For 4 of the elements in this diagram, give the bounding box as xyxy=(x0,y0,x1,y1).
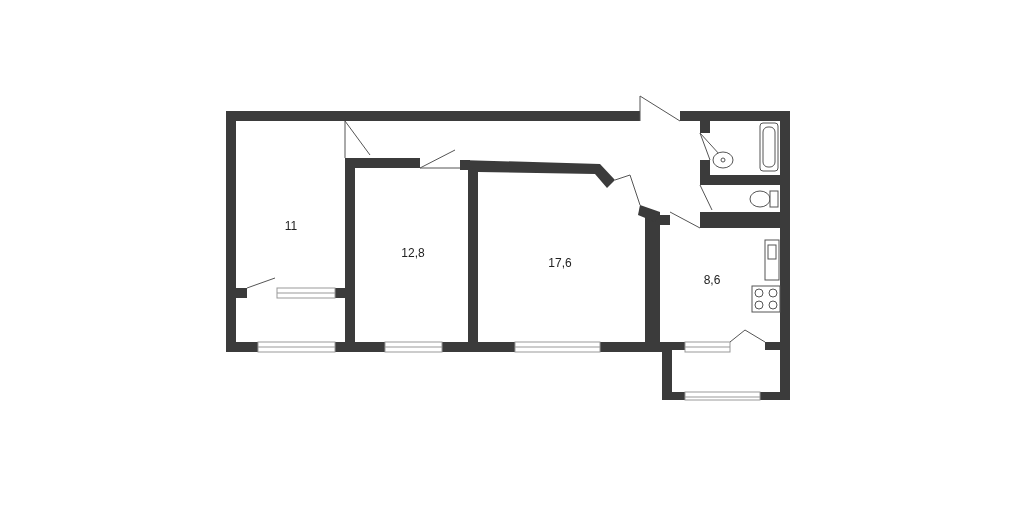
room-area: 8,6 xyxy=(703,273,721,287)
room-area: 12,8 xyxy=(401,246,425,260)
room-area: 11 xyxy=(284,219,298,233)
room-area: 17,6 xyxy=(548,256,572,270)
